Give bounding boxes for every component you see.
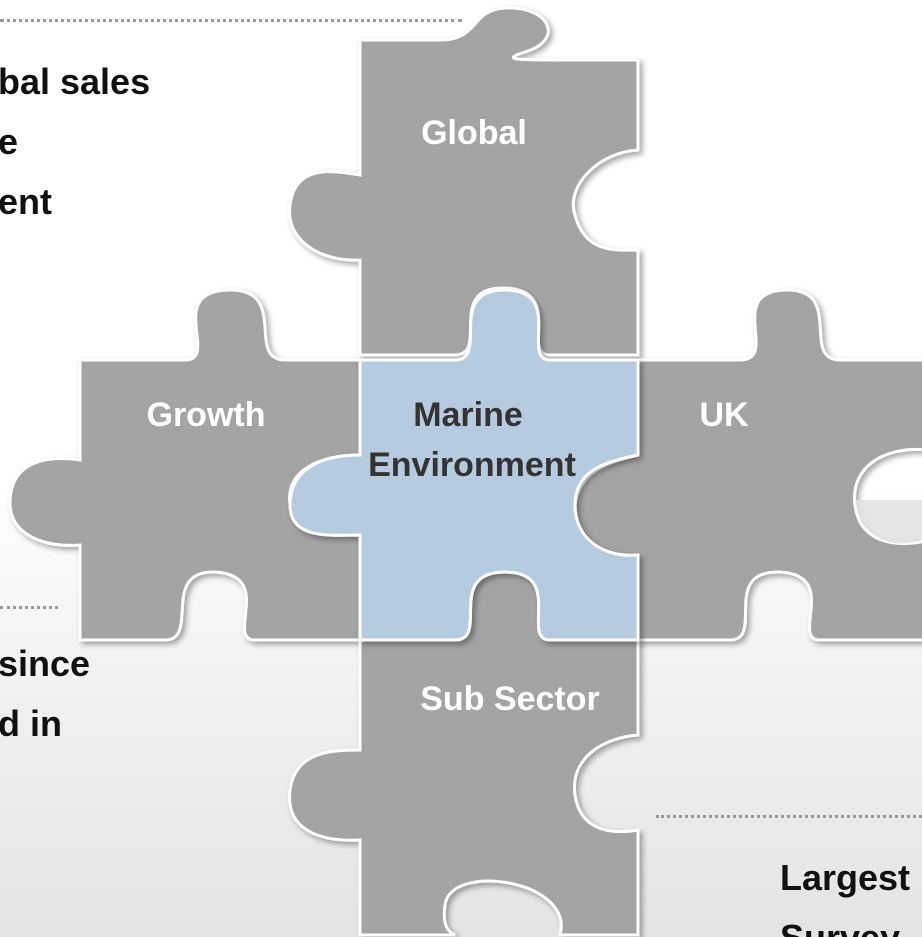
puzzle-piece-marine-environment	[288, 288, 640, 642]
right-text-line-2: Survey	[780, 908, 910, 937]
label-global: Global	[421, 114, 527, 152]
dotted-connector-bottom	[656, 815, 922, 818]
label-growth: Growth	[147, 396, 266, 434]
left-text-top: bal sales e ent	[0, 52, 150, 232]
right-text-line-1: Largest	[780, 857, 911, 898]
label-marine-line-1: Marine	[413, 396, 523, 434]
left-text-middle-line-2: d in	[0, 703, 62, 744]
puzzle-piece-uk-highlight	[855, 500, 922, 544]
label-sub-sector: Sub Sector	[420, 680, 599, 718]
dotted-connector-top	[0, 19, 462, 22]
right-text-bottom: Largest Survey	[780, 848, 910, 937]
label-marine-line-2: Environment	[368, 446, 576, 484]
puzzle-piece-global	[288, 6, 640, 357]
left-text-middle-line-1: since	[0, 643, 91, 684]
left-text-middle: since d in	[0, 634, 90, 754]
left-text-top-line-3: ent	[0, 181, 52, 222]
puzzle-piece-growth	[8, 288, 362, 642]
dotted-connector-middle	[0, 606, 58, 609]
label-uk: UK	[699, 396, 749, 434]
left-text-top-line-1: bal sales	[0, 61, 151, 102]
left-text-top-line-2: e	[0, 121, 19, 162]
